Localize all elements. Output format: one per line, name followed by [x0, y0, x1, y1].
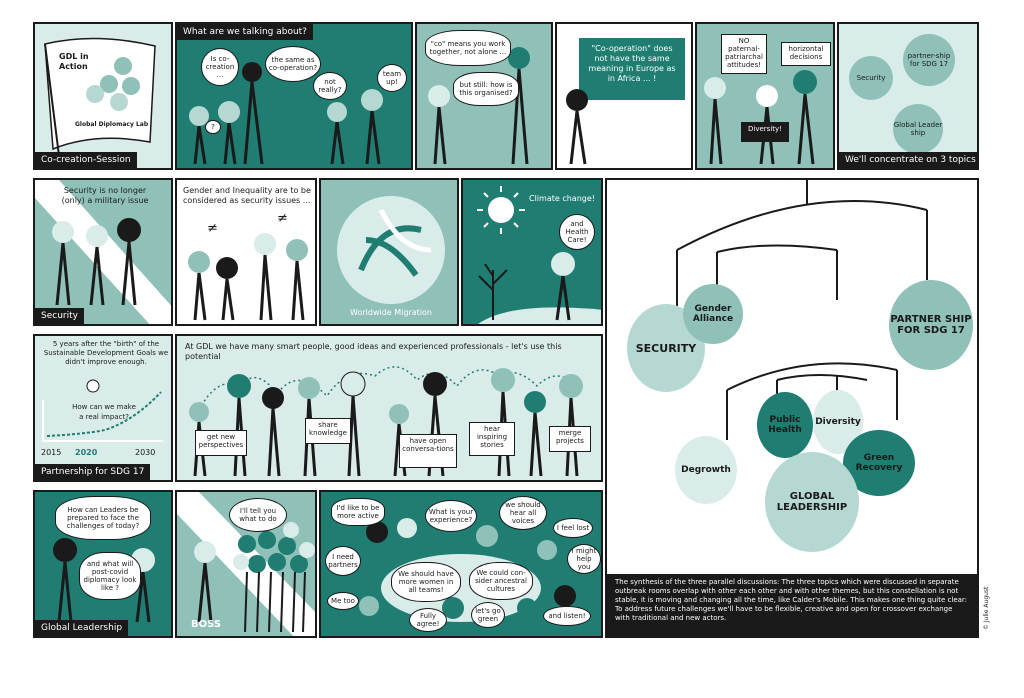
panel-security: Security is no longer (only) a military …	[33, 178, 173, 326]
year-2030: 2030	[135, 448, 156, 457]
panel-talk: What are we talking about? Is co-creatio…	[175, 22, 413, 170]
chalkboard: "Co-operation" does not have the same me…	[579, 38, 685, 100]
topic-partnership: partner-ship for SDG 17	[903, 34, 955, 86]
year-2020: 2020	[75, 448, 98, 457]
panel-signs: NO paternal-patriarchal attitudes! horiz…	[695, 22, 835, 170]
caption-talk: What are we talking about?	[177, 24, 313, 40]
panel-sdg: 5 years after the "birth" of the Sustain…	[33, 334, 173, 482]
sign-no-paternal: NO paternal-patriarchal attitudes!	[721, 34, 767, 74]
bubble-hear-voices: we should hear all voices	[499, 496, 547, 530]
panel-coop: "co" means you work together, not alone …	[415, 22, 553, 170]
gender-figures	[188, 233, 308, 321]
bubble-your-experience: What is your experience?	[425, 500, 477, 532]
ball-degrowth: Degrowth	[675, 436, 737, 504]
topic-leadership: Global Leader ship	[893, 104, 943, 154]
gdl-text: At GDL we have many smart people, good i…	[185, 342, 562, 361]
sign-new-perspectives: get new perspectives	[195, 430, 247, 456]
bubble-feel-lost: I feel lost	[553, 518, 593, 538]
gdl-figures	[189, 366, 583, 477]
boss-label: BOSS	[191, 619, 222, 630]
bubble-more-women: We should have more women in all teams!	[391, 562, 461, 602]
sign-merge-projects: merge projects	[549, 426, 591, 452]
bubble-co-means: "co" means you work together, not alone …	[425, 30, 511, 66]
sdg-chart	[42, 379, 163, 442]
bubble-leaders: How can Leaders be prepared to face the …	[55, 496, 151, 540]
not-equal-icon: ≠	[207, 221, 218, 236]
flag-org: Global Diplomacy Lab	[75, 121, 149, 128]
bubble-not-really: not really?	[313, 72, 347, 100]
caption-topics: We'll concentrate on 3 topics	[839, 152, 977, 168]
caption-migration: Worldwide Migration	[350, 308, 432, 317]
sign-horizontal: horizontal decisions	[781, 42, 831, 66]
panel-climate: Climate change! and Health Care!	[461, 178, 603, 326]
sdg-text: 5 years after the "birth" of the Sustain…	[43, 340, 169, 366]
sdg-question: How can we make a real impact?	[72, 403, 136, 421]
sign-share-knowledge: share knowledge	[305, 418, 351, 444]
talk-figures	[189, 62, 383, 165]
leaders-figures	[53, 538, 155, 623]
bubble-organised: but still: how is this organised?	[453, 72, 519, 106]
europe-figure	[566, 89, 588, 165]
bubble-team-up: team up!	[377, 64, 407, 92]
sign-open-conversations: have open conversa-tions	[399, 434, 457, 468]
panel-crowd: I'd like to be more active What is your …	[319, 490, 603, 638]
not-equal-icon: ≠	[277, 211, 288, 226]
bubble-question: ?	[205, 120, 221, 134]
bubble-tell-you: I'll tell you what to do	[229, 498, 287, 532]
security-figures	[35, 180, 171, 324]
ball-gender-alliance: Gender Alliance	[683, 284, 743, 344]
gender-text: Gender and Inequality are to be consider…	[183, 186, 311, 205]
year-2015: 2015	[41, 448, 62, 457]
ball-partnership: PARTNER SHIP FOR SDG 17	[889, 280, 973, 370]
bubble-need-partners: I need partners	[325, 546, 361, 576]
bubble-go-green: let's go green	[471, 602, 505, 628]
panel-leaders: How can Leaders be prepared to face the …	[33, 490, 173, 638]
caption-cocreation: Co-creation-Session	[35, 152, 137, 168]
panel-gdl: At GDL we have many smart people, good i…	[175, 334, 603, 482]
bubble-cocreation: Is co-creation ...	[201, 48, 239, 86]
climate-change-text: Climate change!	[529, 194, 595, 203]
climate-figures	[477, 186, 601, 324]
caption-global-leadership: Global Leadership	[35, 620, 129, 636]
security-text: Security is no longer (only) a military …	[61, 186, 149, 205]
panel-migration: Worldwide Migration	[319, 178, 459, 326]
ball-public-health: Public Health	[757, 392, 813, 458]
bubble-ancestral: We could con-sider ancestral cultures	[469, 562, 533, 600]
bubble-me-too: Me too	[327, 592, 359, 610]
panel-boss: I'll tell you what to do BOSS	[175, 490, 317, 638]
caption-security: Security	[35, 308, 84, 324]
bubble-fully-agree: Fully agree!	[409, 608, 447, 632]
sign-inspiring-stories: hear inspiring stories	[469, 422, 515, 456]
bubble-might-help: I might help you	[567, 544, 601, 574]
topic-security: Security	[849, 56, 893, 100]
bubble-more-active: I'd like to be more active	[331, 498, 385, 526]
panel-flag: GDL in Action Global Diplomacy Lab Co-cr…	[33, 22, 173, 170]
panel-mobile: SECURITY Gender Alliance PARTNER SHIP FO…	[605, 178, 979, 638]
credit: © Julie August	[983, 586, 990, 630]
flag-title: GDL in Action	[59, 52, 89, 71]
synthesis-text: The synthesis of the three parallel disc…	[607, 574, 977, 636]
panel-topics: Security partner-ship for SDG 17 Global …	[837, 22, 979, 170]
bubble-health: and Health Care!	[559, 214, 595, 250]
bubble-and-listen: and listen!	[543, 606, 591, 626]
signs-figures	[704, 70, 817, 165]
panel-europe: "Co-operation" does not have the same me…	[555, 22, 693, 170]
flag-illustration	[44, 37, 156, 165]
boss-figures	[177, 492, 315, 636]
caption-partnership: Partnership for SDG 17	[35, 464, 151, 480]
panel-gender: Gender and Inequality are to be consider…	[175, 178, 317, 326]
sign-diversity: Diversity!	[741, 122, 789, 142]
ball-global-leadership: GLOBAL LEADERSHIP	[765, 452, 859, 552]
migration-arrows	[337, 196, 445, 304]
bubble-post-covid: and what will post-covid diplomacy look …	[79, 552, 141, 600]
bubble-same-as: the same as co-operation?	[265, 46, 321, 82]
